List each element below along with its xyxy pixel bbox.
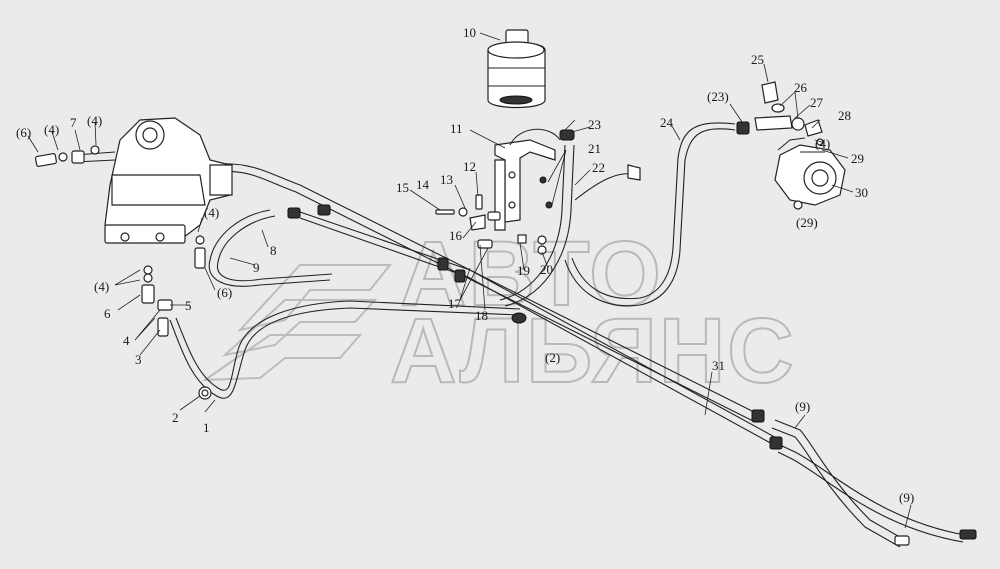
callout-paren-9-a: (9) [795, 399, 810, 414]
callout-14: 14 [416, 177, 430, 192]
callout-paren-4-e: (4) [815, 136, 830, 151]
callout-15: 15 [396, 180, 409, 195]
callout-1: 1 [203, 420, 210, 435]
callout-10: 10 [463, 25, 476, 40]
callout-11: 11 [450, 121, 463, 136]
callout-paren-29: (29) [796, 215, 818, 230]
callout-paren-23: (23) [707, 89, 729, 104]
callout-2: 2 [172, 410, 179, 425]
callout-13: 13 [440, 172, 453, 187]
watermark: АВТО АЛЬЯНС [201, 222, 796, 403]
leader-lines [27, 32, 912, 529]
callout-26: 26 [794, 80, 808, 95]
callout-25: 25 [751, 52, 764, 67]
bracket [494, 128, 561, 231]
callout-21: 21 [588, 141, 601, 156]
callout-17: 17 [448, 296, 462, 311]
callout-8: 8 [270, 243, 277, 258]
callout-6: 6 [104, 306, 111, 321]
watermark-line1: АВТО [400, 223, 663, 325]
callout-5: 5 [185, 298, 192, 313]
watermark-logo [201, 264, 393, 382]
callout-20: 20 [540, 262, 553, 277]
callout-19: 19 [517, 263, 530, 278]
callout-27: 27 [810, 95, 824, 110]
callout-labels: 1 2 3 4 5 6 7 8 9 10 11 12 13 14 15 16 1… [16, 25, 914, 505]
callout-paren-6-b: (6) [217, 285, 232, 300]
gear-fittings [35, 145, 212, 400]
callout-paren-4-c: (4) [204, 205, 219, 220]
watermark-line2: АЛЬЯНС [390, 300, 796, 402]
pump-assembly [627, 81, 846, 210]
callout-3: 3 [135, 352, 142, 367]
callout-paren-2: (2) [545, 350, 560, 365]
callout-paren-9-b: (9) [899, 490, 914, 505]
callout-30: 30 [855, 185, 868, 200]
callout-29: 29 [851, 151, 864, 166]
callout-paren-4-d: (4) [94, 279, 109, 294]
callout-12: 12 [463, 159, 476, 174]
pipe-fittings [287, 204, 977, 546]
reservoir [487, 29, 546, 109]
center-fasteners [435, 129, 575, 324]
callout-24: 24 [660, 115, 674, 130]
callout-23: 23 [588, 117, 601, 132]
callout-16: 16 [449, 228, 463, 243]
steering-gear [74, 117, 233, 244]
callout-4: 4 [123, 333, 130, 348]
callout-31: 31 [712, 358, 725, 373]
callout-22: 22 [592, 160, 605, 175]
callout-18: 18 [475, 308, 488, 323]
callout-paren-4-a: (4) [44, 122, 59, 137]
callout-paren-6-a: (6) [16, 125, 31, 140]
callout-9: 9 [253, 260, 260, 275]
callout-7: 7 [70, 115, 77, 130]
callout-28: 28 [838, 108, 851, 123]
callout-paren-4-b: (4) [87, 113, 102, 128]
